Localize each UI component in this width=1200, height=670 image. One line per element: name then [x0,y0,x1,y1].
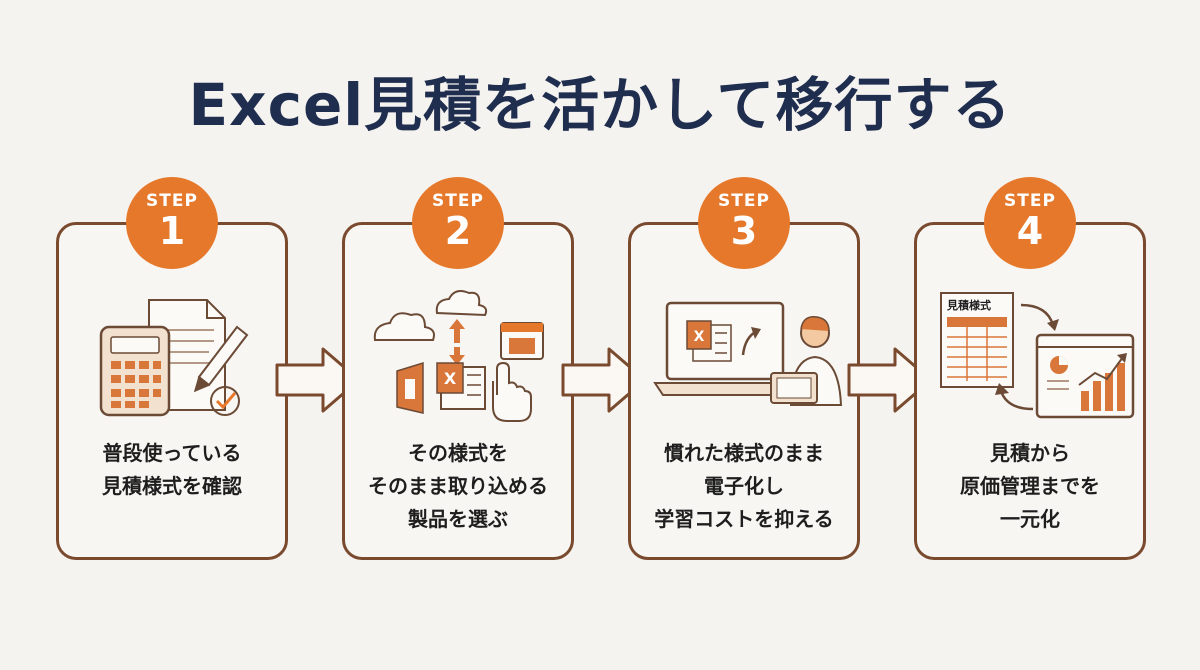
right-arrow-icon [275,347,361,413]
cloud-icon [435,290,488,317]
step-label: STEP [718,191,770,211]
step-label: STEP [432,191,484,211]
page-title: Excel見積を活かして移行する [188,71,1012,139]
check-icon [210,386,240,416]
bar-chart-icon [1078,353,1127,411]
step-2-illustration: X [373,290,544,422]
step-label: STEP [146,191,198,211]
step-1-illustration [99,299,249,417]
pen-icon [193,325,249,393]
step-number: 1 [158,209,186,253]
description-line: 見積様式を確認 [102,474,242,498]
step-2-card: X その様式を そのまま取り込める 製品を選ぶ [342,222,574,560]
step-number: 4 [1016,209,1044,253]
svg-text:X: X [444,369,457,388]
step-4-description: 見積から 原価管理までを 一元化 [917,437,1143,536]
step-4-badge: STEP 4 [984,177,1076,269]
window-icon [500,322,544,360]
sheet-label: 見積様式 [946,298,991,312]
office-icon [396,361,424,414]
right-arrow-icon [561,347,647,413]
right-arrow-icon [847,347,933,413]
description-line: 見積から [990,441,1070,465]
step-number: 2 [444,209,472,253]
step-3-illustration: X [653,301,843,406]
calculator-icon [99,325,171,417]
description-line: 慣れた様式のまま [664,441,824,465]
tablet-icon [770,372,818,404]
description-line: 普段使っている [102,441,242,465]
cloud-icon [373,312,435,341]
step-4-card: 見積様式 [914,222,1146,560]
estimate-sheet-icon: 見積様式 [940,292,1014,388]
step-1-description: 普段使っている 見積様式を確認 [59,437,285,503]
step-4-illustration: 見積様式 [940,292,1135,419]
step-1-card: 普段使っている 見積様式を確認 [56,222,288,560]
step-2-description: その様式を そのまま取り込める 製品を選ぶ [345,437,571,536]
step-2-badge: STEP 2 [412,177,504,269]
description-line: 学習コストを抑える [654,507,834,531]
step-3-badge: STEP 3 [698,177,790,269]
cycle-arrow-icon [995,303,1059,411]
hand-pointer-icon [492,361,532,422]
description-line: 製品を選ぶ [408,507,508,531]
excel-icon: X [686,320,761,362]
step-3-description: 慣れた様式のまま 電子化し 学習コストを抑える [631,437,857,536]
description-line: 一元化 [1000,507,1060,531]
step-number: 3 [730,209,758,253]
description-line: 原価管理までを [960,474,1100,498]
step-1-badge: STEP 1 [126,177,218,269]
step-label: STEP [1004,191,1056,211]
description-line: 電子化し [704,474,784,498]
description-line: そのまま取り込める [368,474,548,498]
step-3-card: X 慣れた様式のまま 電子化し 学習コストを抑える [628,222,860,560]
excel-icon: X [436,362,486,410]
upload-download-icon [449,319,465,365]
description-line: その様式を [408,441,508,465]
svg-text:X: X [694,329,705,345]
